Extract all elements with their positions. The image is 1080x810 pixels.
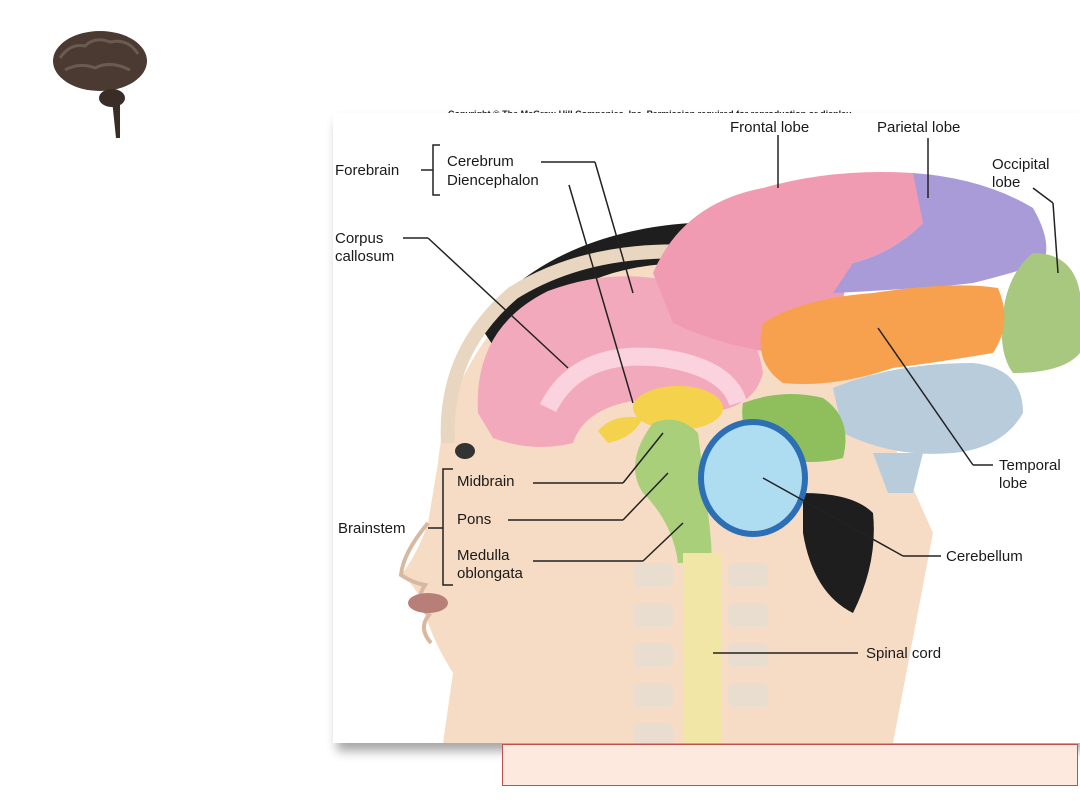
label-medulla-2: oblongata — [457, 565, 523, 582]
brainstem — [635, 419, 712, 563]
label-pons: Pons — [457, 511, 492, 528]
caption-box — [502, 744, 1078, 786]
label-occipital-lobe-2: lobe — [992, 174, 1021, 191]
cerebellum-lateral — [833, 363, 1023, 454]
frontal-lobe — [653, 172, 927, 353]
label-spinal-cord: Spinal cord — [866, 645, 942, 662]
label-frontal-lobe: Frontal lobe — [730, 119, 810, 136]
label-corpus-callosum-1: Corpus — [335, 230, 384, 247]
label-midbrain: Midbrain — [457, 473, 515, 490]
label-cerebellum: Cerebellum — [946, 548, 1023, 565]
label-diencephalon: Diencephalon — [447, 172, 539, 189]
brain-logo-icon — [53, 31, 147, 138]
label-occipital-lobe-1: Occipital — [992, 156, 1050, 173]
diencephalon — [633, 386, 723, 430]
label-cerebrum: Cerebrum — [447, 153, 514, 170]
cerebellum-medial — [698, 419, 808, 537]
brain-anatomy-figure: Frontal lobe Parietal lobe Occipital lob… — [333, 113, 1080, 743]
label-medulla-1: Medulla — [457, 547, 510, 564]
label-brainstem: Brainstem — [338, 520, 406, 537]
label-parietal-lobe: Parietal lobe — [877, 119, 961, 136]
label-forebrain: Forebrain — [335, 162, 400, 179]
label-temporal-lobe-1: Temporal — [999, 457, 1061, 474]
label-corpus-callosum-2: callosum — [335, 248, 395, 265]
label-temporal-lobe-2: lobe — [999, 475, 1028, 492]
occipital-lobe — [1001, 253, 1080, 373]
spinal-cord — [683, 553, 721, 743]
brain-illustration — [398, 135, 1080, 743]
parietal-lobe — [833, 173, 1047, 293]
